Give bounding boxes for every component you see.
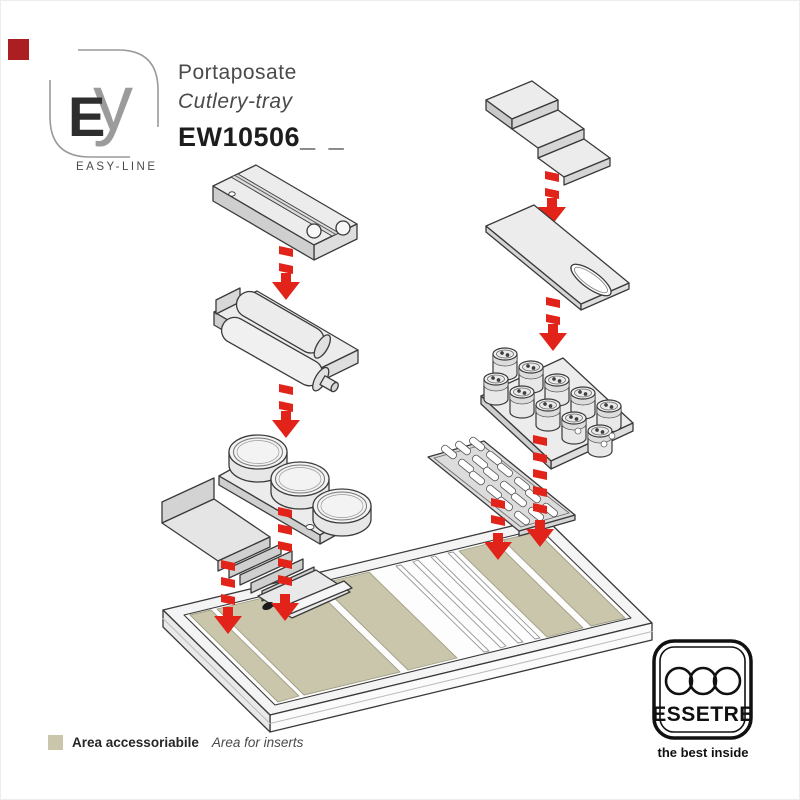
logo-inner-frame: [659, 646, 746, 733]
arrow-down: [272, 246, 300, 300]
spice-jars-set: [480, 347, 634, 470]
product-code: EW10506_ _: [178, 124, 347, 151]
logo-outer-frame: [652, 639, 753, 740]
circle-icon: [688, 666, 718, 696]
legend: Area accessoriabile Area for inserts: [48, 735, 303, 750]
essetre-logo: ESSETRE the best inside: [652, 639, 754, 760]
product-code-value: EW10506: [178, 122, 301, 152]
circle-icon: [712, 666, 742, 696]
logo-letter-y: y: [93, 58, 133, 147]
stepped-divider-panel: [485, 80, 611, 186]
product-code-placeholder: _ _: [300, 122, 347, 152]
arrow-down: [272, 384, 300, 438]
legend-swatch: [48, 735, 63, 750]
film-roll-holder: [213, 287, 359, 393]
logo-frame-arc-bottom: [49, 80, 130, 158]
tray-dividers: [395, 551, 541, 653]
legend-label-italian: Area accessoriabile: [72, 735, 199, 750]
film-cutter-rail: [212, 164, 358, 261]
brand-tagline: EASY-LINE: [76, 161, 158, 173]
logo-letter-e: E: [68, 85, 105, 148]
product-title-english: Cutlery-tray: [178, 90, 293, 113]
round-containers-tray: [218, 434, 372, 545]
product-title-italian: Portaposate: [178, 61, 297, 84]
arrow-down: [539, 297, 567, 351]
board-with-handle-slot: [485, 204, 630, 311]
circle-icon: [664, 666, 694, 696]
essetre-wordmark: ESSETRE: [652, 703, 754, 726]
cutlery-tray-base: [162, 517, 653, 733]
insert-areas: [189, 531, 626, 703]
easy-line-logo: y E: [49, 49, 159, 158]
legend-label-english: Area for inserts: [211, 735, 304, 750]
essetre-tagline: the best inside: [657, 745, 748, 760]
header: Portaposate Cutlery-tray EW10506_ _: [178, 62, 347, 151]
logo-frame-arc-top: [78, 49, 159, 127]
corner-accent-square: [8, 39, 29, 60]
